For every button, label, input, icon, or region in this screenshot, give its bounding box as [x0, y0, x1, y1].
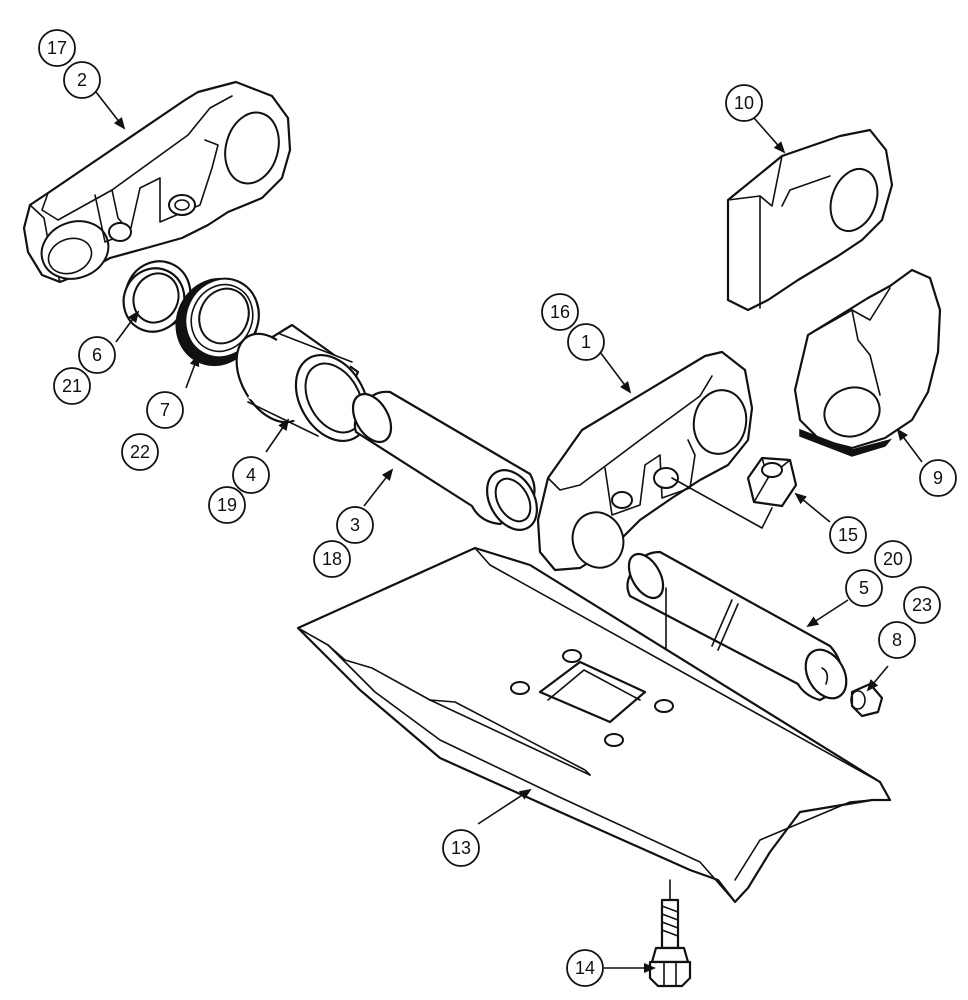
callout-19: 19 — [208, 486, 246, 524]
callout-15-label: 15 — [838, 525, 858, 545]
callout-13: 13 — [442, 829, 480, 867]
callout-7: 7 — [146, 391, 184, 429]
callout-2-label: 2 — [77, 70, 87, 90]
nut-part — [746, 456, 798, 508]
callout-19-label: 19 — [217, 495, 237, 515]
track-link-right-part — [536, 350, 754, 572]
shoe-bolt-part — [648, 898, 692, 988]
callout-18-label: 18 — [322, 549, 342, 569]
callout-5-label: 5 — [859, 578, 869, 598]
callout-17: 17 — [38, 29, 76, 67]
plug-part — [850, 682, 884, 718]
callout-6: 6 — [78, 336, 116, 374]
callout-8: 8 — [878, 621, 916, 659]
callout-2: 2 — [63, 61, 101, 99]
track-link-left-part — [22, 80, 292, 284]
callout-1: 1 — [567, 323, 605, 361]
callout-8-label: 8 — [892, 630, 902, 650]
callout-7-label: 7 — [160, 400, 170, 420]
callout-3: 3 — [336, 506, 374, 544]
callout-10-label: 10 — [734, 93, 754, 113]
bushing-part — [235, 323, 370, 443]
callout-16: 16 — [541, 293, 579, 331]
callout-20: 20 — [874, 540, 912, 578]
callout-1-label: 1 — [581, 332, 591, 352]
callout-21: 21 — [53, 367, 91, 405]
callout-4: 4 — [232, 456, 270, 494]
leader-lines — [95, 91, 923, 973]
callout-22: 22 — [121, 433, 159, 471]
bolt-center-line — [665, 587, 671, 901]
callout-23-label: 23 — [912, 595, 932, 615]
track-shoe-part — [296, 546, 892, 904]
callout-5: 5 — [845, 569, 883, 607]
callout-10: 10 — [725, 84, 763, 122]
callout-16-label: 16 — [550, 302, 570, 322]
callout-15: 15 — [829, 516, 867, 554]
callout-21-label: 21 — [62, 376, 82, 396]
callout-20-label: 20 — [883, 549, 903, 569]
callout-6-label: 6 — [92, 345, 102, 365]
callout-14-label: 14 — [575, 958, 595, 978]
callout-18: 18 — [313, 540, 351, 578]
callout-13-label: 13 — [451, 838, 471, 858]
grouser-block-lower-part — [793, 268, 942, 457]
callout-23: 23 — [903, 586, 941, 624]
master-pin-part — [626, 550, 848, 702]
grouser-block-upper-part — [726, 128, 894, 312]
callout-9: 9 — [919, 459, 957, 497]
callout-22-label: 22 — [130, 442, 150, 462]
callout-14: 14 — [566, 949, 604, 987]
nut-alignment-line — [671, 477, 773, 529]
callout-9-label: 9 — [933, 468, 943, 488]
callout-17-label: 17 — [47, 38, 67, 58]
callout-4-label: 4 — [246, 465, 256, 485]
track-pin-part — [351, 390, 538, 531]
callout-3-label: 3 — [350, 515, 360, 535]
